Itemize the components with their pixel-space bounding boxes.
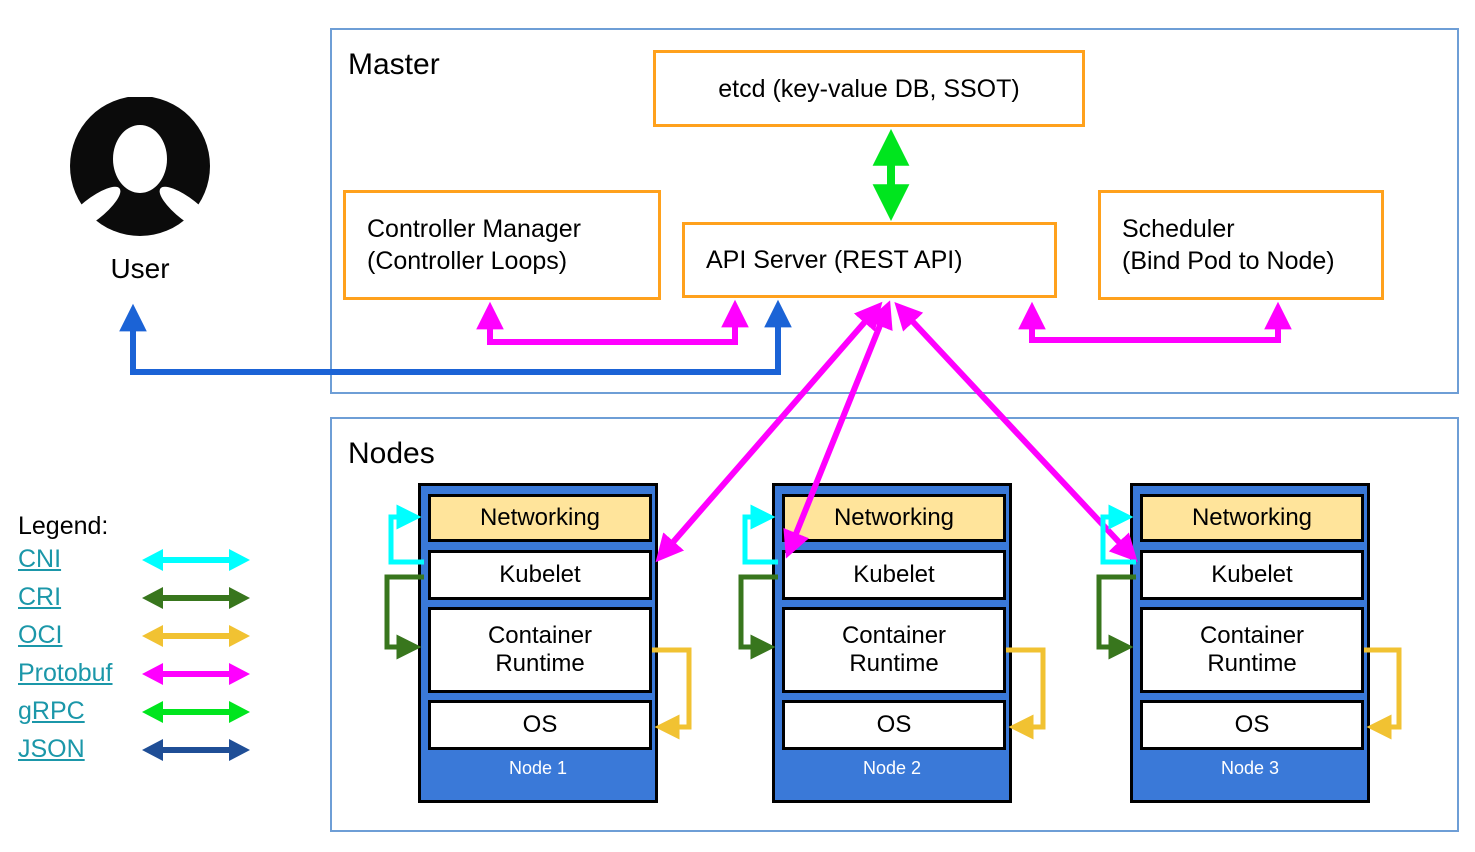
- legend-item-cni: CNI: [18, 545, 61, 575]
- legend-item-oci: OCI: [18, 621, 62, 651]
- legend-link-cri[interactable]: CRI: [18, 583, 62, 611]
- etcd-label: etcd (key-value DB, SSOT): [718, 74, 1020, 103]
- legend-link-grpc[interactable]: gRPC: [18, 697, 85, 725]
- node-3-networking-layer: Networking: [1140, 494, 1364, 542]
- json-arrow-icon: [142, 739, 250, 761]
- node-2-networking-layer: Networking: [782, 494, 1006, 542]
- node-3-os-layer: OS: [1140, 700, 1364, 750]
- node-1: Networking Kubelet Container Runtime OS …: [418, 483, 658, 803]
- user-label: User: [110, 253, 170, 284]
- etcd-box: etcd (key-value DB, SSOT): [653, 50, 1085, 127]
- legend-item-cri: CRI: [18, 583, 61, 613]
- legend-link-json[interactable]: JSON: [18, 735, 85, 763]
- node-3-kubelet-layer: Kubelet: [1140, 550, 1364, 600]
- controller-manager-box: Controller Manager (Controller Loops): [343, 190, 661, 300]
- api-server-box: API Server (REST API): [682, 222, 1057, 298]
- node-2-os-layer: OS: [782, 700, 1006, 750]
- cri-arrow-icon: [142, 587, 250, 609]
- node-3-container-runtime-layer: Container Runtime: [1140, 607, 1364, 693]
- node-1-os-layer: OS: [428, 700, 652, 750]
- node-1-name: Node 1: [508, 758, 568, 778]
- node-1-kubelet-layer: Kubelet: [428, 550, 652, 600]
- controller-manager-label-line1: Controller Manager: [367, 215, 581, 243]
- legend-link-oci[interactable]: OCI: [18, 621, 63, 649]
- legend-link-cni[interactable]: CNI: [18, 545, 62, 573]
- api-server-label: API Server (REST API): [706, 246, 963, 274]
- node-3: Networking Kubelet Container Runtime OS …: [1130, 483, 1370, 803]
- legend-item-protobuf: Protobuf: [18, 659, 113, 689]
- scheduler-label-line2: (Bind Pod to Node): [1122, 247, 1335, 275]
- oci-arrow-icon: [142, 625, 250, 647]
- scheduler-box: Scheduler (Bind Pod to Node): [1098, 190, 1384, 300]
- master-section-label: Master: [348, 48, 440, 81]
- scheduler-label-line1: Scheduler: [1122, 215, 1235, 243]
- node-1-container-runtime-layer: Container Runtime: [428, 607, 652, 693]
- node-2-container-runtime-layer: Container Runtime: [782, 607, 1006, 693]
- user-icon: [63, 96, 217, 237]
- controller-manager-label-line2: (Controller Loops): [367, 247, 568, 275]
- cni-arrow-icon: [142, 549, 250, 571]
- legend-item-grpc: gRPC: [18, 697, 85, 727]
- nodes-section-label: Nodes: [348, 437, 435, 470]
- node-3-name: Node 3: [1220, 758, 1280, 778]
- node-1-networking-layer: Networking: [428, 494, 652, 542]
- legend-link-protobuf[interactable]: Protobuf: [18, 659, 113, 687]
- node-2-name: Node 2: [862, 758, 922, 778]
- protobuf-arrow-icon: [142, 663, 250, 685]
- grpc-arrow-icon: [142, 701, 250, 723]
- node-2: Networking Kubelet Container Runtime OS …: [772, 483, 1012, 803]
- node-2-kubelet-layer: Kubelet: [782, 550, 1006, 600]
- legend-title: Legend:: [18, 512, 109, 540]
- legend-item-json: JSON: [18, 735, 85, 765]
